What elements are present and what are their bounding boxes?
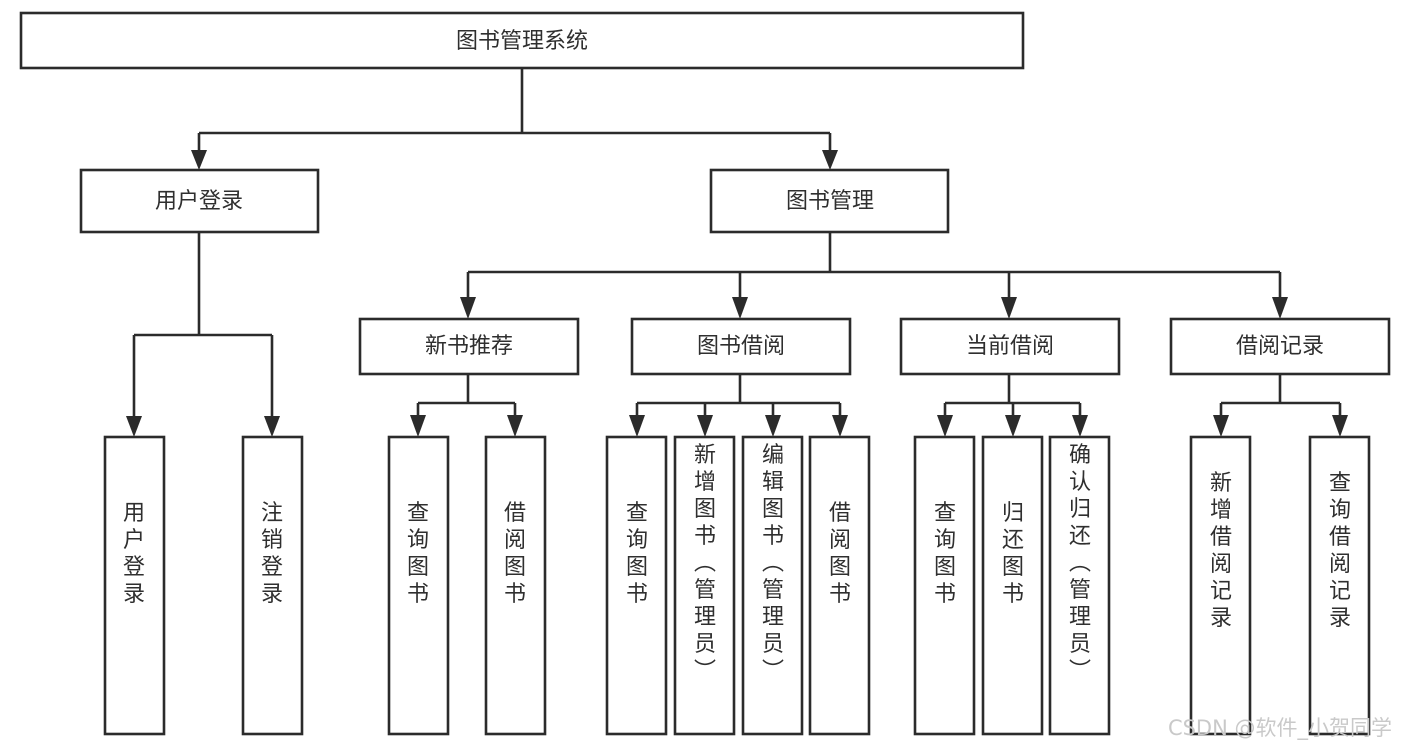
arrow-head-leaf-borrow-book-1	[507, 415, 523, 437]
leaf-add-record-label: 新增借阅记录	[1210, 471, 1232, 631]
arrow-head-leaf-borrow-book-2	[832, 415, 848, 437]
leaf-add-record-box[interactable]	[1189, 435, 1252, 736]
leaf-user-login-label: 用户登录	[123, 501, 145, 607]
leaf-borrow-book-2-box[interactable]	[808, 435, 871, 736]
leaf-node-query-record[interactable]: 查询借阅记录	[1308, 435, 1371, 736]
leaf-node-logout[interactable]: 注销登录	[241, 435, 304, 736]
node-book-manage-box[interactable]	[709, 168, 950, 234]
node-new-book-rec-label: 新书推荐	[425, 334, 513, 359]
arrow-head-current-borrow	[1001, 297, 1017, 319]
leaf-node-borrow-book-1[interactable]: 借阅图书	[484, 435, 547, 736]
leaf-node-add-record[interactable]: 新增借阅记录	[1189, 435, 1252, 736]
leaf-user-login-box[interactable]	[103, 435, 166, 736]
leaf-add-book-box[interactable]	[673, 435, 736, 736]
leaf-return-book-label: 归还图书	[1002, 501, 1024, 607]
node-user-login[interactable]: 用户登录	[79, 168, 320, 234]
leaf-edit-book-label: 编辑图书︵管理员︶	[762, 443, 784, 684]
leaf-node-query-book-1[interactable]: 查询图书	[387, 435, 450, 736]
node-borrow-record-box[interactable]	[1169, 317, 1391, 376]
leaf-add-book-label: 新增图书︵管理员︶	[694, 443, 716, 684]
arrow-head-leaf-logout	[264, 416, 280, 437]
node-book-manage-label: 图书管理	[786, 189, 874, 214]
leaf-node-add-book[interactable]: 新增图书︵管理员︶	[673, 435, 736, 736]
connector-group	[126, 68, 1348, 437]
arrow-head-leaf-query-book-3	[937, 415, 953, 437]
leaf-node-confirm-return[interactable]: 确认归还︵管理员︶	[1048, 435, 1111, 736]
arrow-head-borrow-record	[1272, 297, 1288, 319]
leaf-return-book-box[interactable]	[981, 435, 1044, 736]
arrow-head-leaf-add-record	[1213, 415, 1229, 437]
node-user-login-box[interactable]	[79, 168, 320, 234]
node-root[interactable]: 图书管理系统	[19, 11, 1025, 70]
node-book-manage[interactable]: 图书管理	[709, 168, 950, 234]
node-book-borrow-box[interactable]	[630, 317, 852, 376]
node-current-borrow[interactable]: 当前借阅	[899, 317, 1121, 376]
leaf-logout-box[interactable]	[241, 435, 304, 736]
leaf-query-book-2-label: 查询图书	[626, 501, 648, 607]
leaf-borrow-book-2-label: 借阅图书	[829, 501, 851, 607]
node-borrow-record[interactable]: 借阅记录	[1169, 317, 1391, 376]
leaf-query-book-3-box[interactable]	[913, 435, 976, 736]
leaf-query-book-1-label: 查询图书	[407, 501, 429, 607]
leaf-edit-book-box[interactable]	[741, 435, 804, 736]
leaf-node-return-book[interactable]: 归还图书	[981, 435, 1044, 736]
node-root-box[interactable]	[19, 11, 1025, 70]
leaf-borrow-book-1-box[interactable]	[484, 435, 547, 736]
node-borrow-record-label: 借阅记录	[1236, 334, 1324, 359]
arrow-head-leaf-return-book	[1005, 415, 1021, 437]
arrow-head-user-login	[191, 150, 207, 170]
arrow-head-new-book-rec	[460, 297, 476, 319]
leaf-node-user-login[interactable]: 用户登录	[103, 435, 166, 736]
arrow-head-leaf-confirm-return	[1072, 415, 1088, 437]
leaf-query-book-1-box[interactable]	[387, 435, 450, 736]
arrow-head-leaf-user-login	[126, 416, 142, 437]
leaf-node-query-book-3[interactable]: 查询图书	[913, 435, 976, 736]
leaf-query-record-box[interactable]	[1308, 435, 1371, 736]
arrow-head-leaf-edit-book	[765, 415, 781, 437]
arrow-head-book-manage	[822, 150, 838, 170]
node-user-login-label: 用户登录	[155, 189, 243, 214]
node-book-borrow[interactable]: 图书借阅	[630, 317, 852, 376]
csdn-watermark: CSDN @软件_小贺同学	[1168, 716, 1392, 741]
arrow-head-leaf-query-record	[1332, 415, 1348, 437]
arrow-head-book-borrow	[732, 297, 748, 319]
node-current-borrow-label: 当前借阅	[966, 334, 1054, 359]
leaf-query-book-2-box[interactable]	[605, 435, 668, 736]
node-root-label: 图书管理系统	[456, 29, 588, 54]
leaf-node-edit-book[interactable]: 编辑图书︵管理员︶	[741, 435, 804, 736]
node-book-borrow-label: 图书借阅	[697, 334, 785, 359]
arrow-head-leaf-query-book-2	[629, 415, 645, 437]
arrow-head-leaf-add-book	[697, 415, 713, 437]
leaf-node-query-book-2[interactable]: 查询图书	[605, 435, 668, 736]
leaf-query-record-label: 查询借阅记录	[1329, 471, 1351, 631]
leaf-logout-label: 注销登录	[261, 501, 283, 607]
arrow-head-leaf-query-book-1	[410, 415, 426, 437]
leaf-confirm-return-box[interactable]	[1048, 435, 1111, 736]
leaf-node-borrow-book-2[interactable]: 借阅图书	[808, 435, 871, 736]
node-new-book-rec[interactable]: 新书推荐	[358, 317, 580, 376]
leaf-borrow-book-1-label: 借阅图书	[504, 501, 526, 607]
node-new-book-rec-box[interactable]	[358, 317, 580, 376]
leaf-confirm-return-label: 确认归还︵管理员︶	[1069, 443, 1091, 684]
node-current-borrow-box[interactable]	[899, 317, 1121, 376]
leaf-query-book-3-label: 查询图书	[934, 501, 956, 607]
